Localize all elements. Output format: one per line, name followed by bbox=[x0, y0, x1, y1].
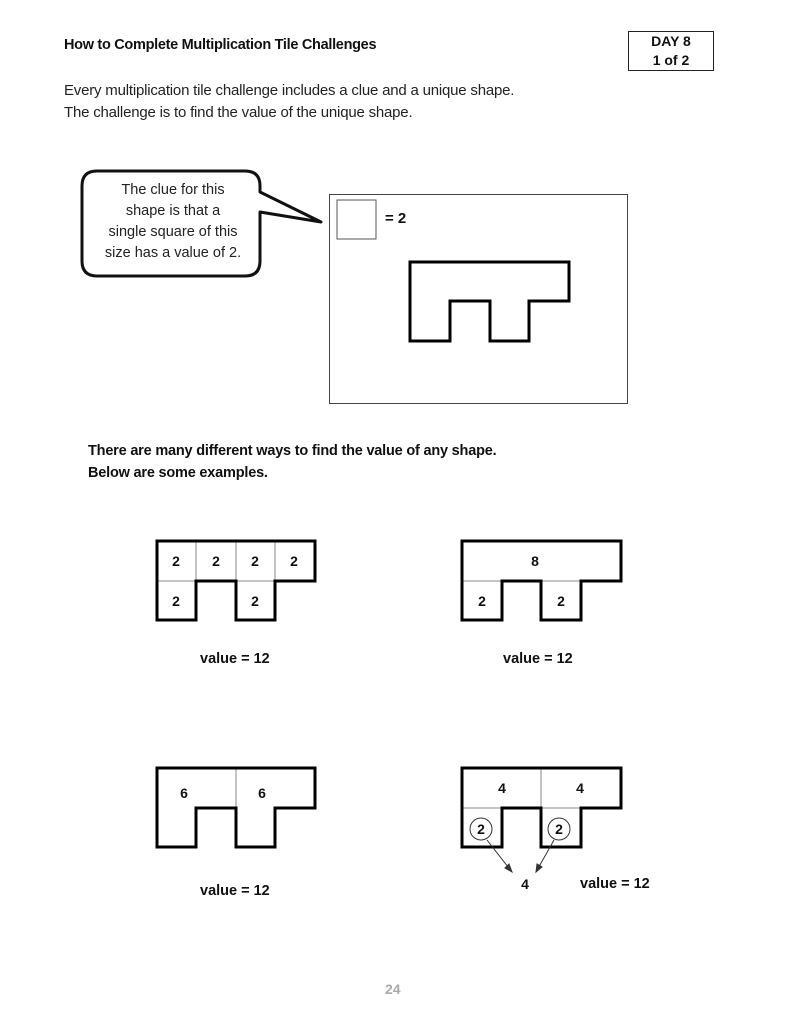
callout-line-1: The clue for this bbox=[121, 182, 225, 198]
tile-value: 2 bbox=[557, 593, 565, 609]
tile-value: 2 bbox=[251, 593, 259, 609]
example-1-value: value = 12 bbox=[200, 651, 270, 667]
clue-frame bbox=[329, 194, 628, 404]
clue-equation: = 2 bbox=[385, 210, 407, 227]
day-badge: DAY 8 1 of 2 bbox=[628, 31, 714, 71]
tile-value: 6 bbox=[258, 785, 266, 801]
challenge-shape bbox=[408, 260, 571, 343]
tile-value: 6 bbox=[180, 785, 188, 801]
circle-marker-2 bbox=[547, 817, 571, 841]
tile-value: 2 bbox=[477, 821, 485, 837]
intro-text: Every multiplication tile challenge incl… bbox=[64, 80, 514, 124]
example-1-shape bbox=[155, 539, 317, 622]
tile-value: 2 bbox=[172, 593, 180, 609]
example-4-shape bbox=[460, 766, 623, 874]
callout-line-4: size has a value of 2. bbox=[104, 245, 242, 261]
ways-line-1: There are many different ways to find th… bbox=[88, 443, 497, 459]
tile-value: 2 bbox=[290, 553, 298, 569]
tile-value: 2 bbox=[212, 553, 220, 569]
examples-intro: There are many different ways to find th… bbox=[88, 440, 497, 484]
callout-text: The clue for this shape is that a single… bbox=[88, 180, 258, 264]
example-2-value: value = 12 bbox=[503, 651, 573, 667]
example-2-shape bbox=[460, 539, 623, 622]
page-of-label: 1 of 2 bbox=[652, 52, 690, 68]
intro-line-2: The challenge is to find the value of th… bbox=[64, 104, 413, 121]
tile-value: 2 bbox=[251, 553, 259, 569]
unit-square bbox=[336, 199, 377, 240]
example-4-value: value = 12 bbox=[580, 876, 650, 892]
example-3-shape bbox=[155, 766, 317, 849]
intro-line-1: Every multiplication tile challenge incl… bbox=[64, 82, 515, 99]
callout-line-2: shape is that a bbox=[125, 203, 221, 219]
callout-line-3: single square of this bbox=[108, 224, 238, 240]
page-title: How to Complete Multiplication Tile Chal… bbox=[64, 37, 377, 53]
page-number: 24 bbox=[385, 981, 401, 997]
sum-value: 4 bbox=[521, 876, 529, 892]
circle-marker-1 bbox=[469, 817, 493, 841]
tile-value: 4 bbox=[498, 780, 506, 796]
tile-value: 2 bbox=[478, 593, 486, 609]
speech-bubble bbox=[80, 169, 323, 278]
tile-value: 2 bbox=[172, 553, 180, 569]
ways-line-2: Below are some examples. bbox=[88, 465, 268, 481]
tile-value: 4 bbox=[576, 780, 584, 796]
example-3-value: value = 12 bbox=[200, 883, 270, 899]
tile-value: 8 bbox=[531, 553, 539, 569]
tile-value: 2 bbox=[555, 821, 563, 837]
day-label: DAY 8 bbox=[651, 33, 691, 49]
